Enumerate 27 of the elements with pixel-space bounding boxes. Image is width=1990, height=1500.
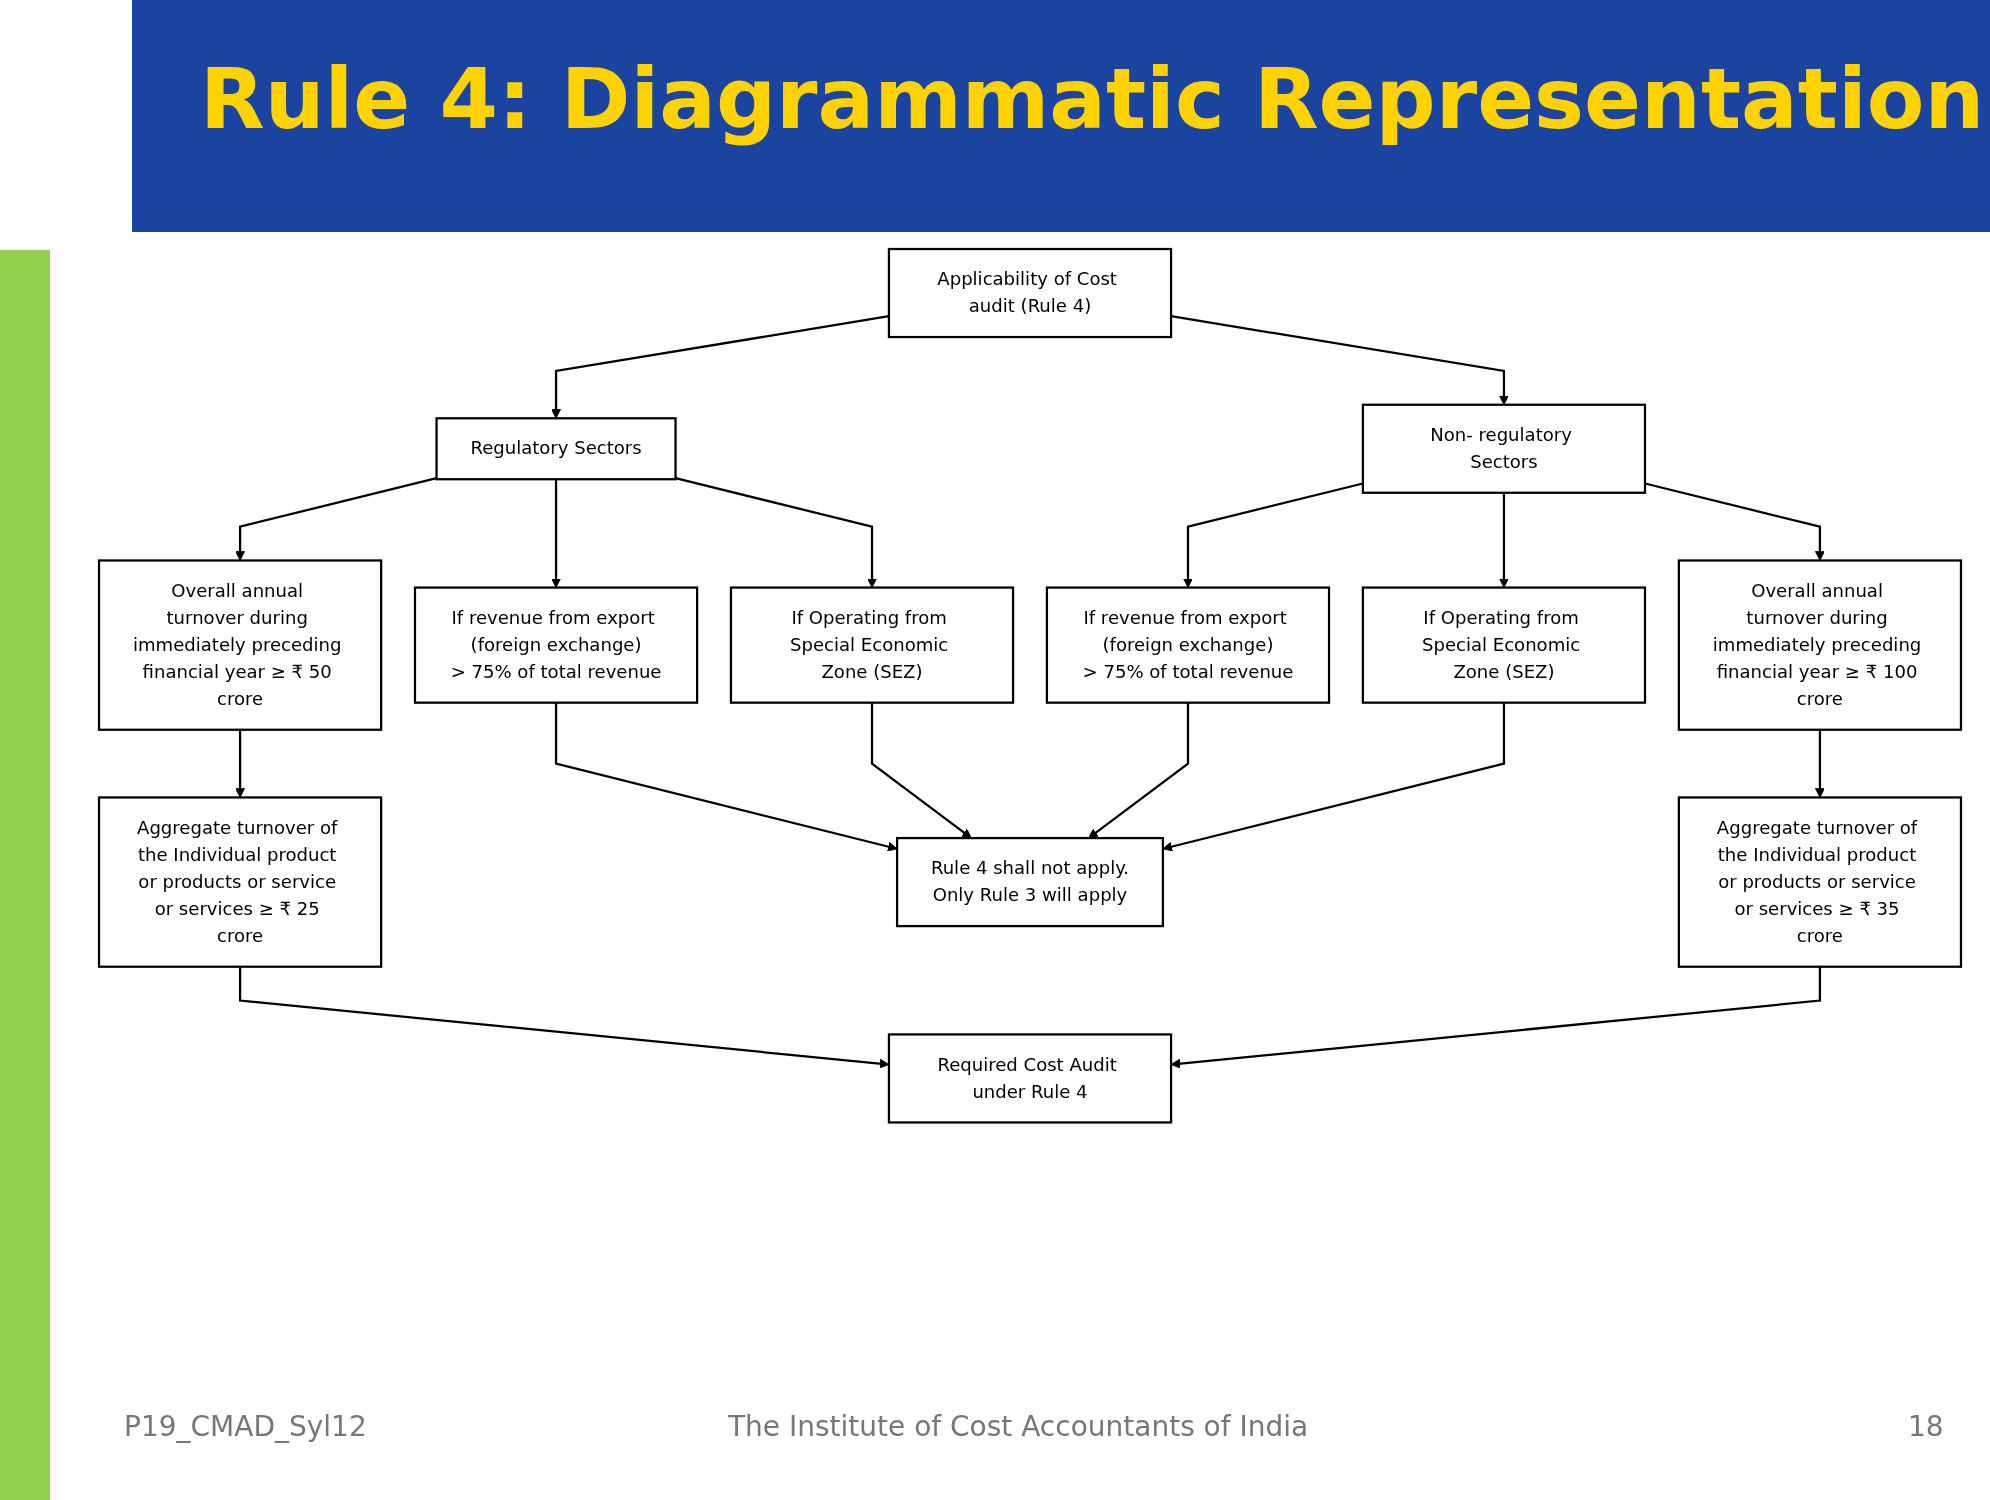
arrow <box>1162 702 1506 852</box>
node-box: Rule 4 shall not apply. Only Rule 3 will apply <box>895 836 1165 928</box>
arrow <box>870 702 972 839</box>
footer-text: The Institute of Cost Accountants of India <box>728 1410 1309 1443</box>
footer-code: P19_CMAD_Syl12 <box>124 1410 367 1443</box>
arrow <box>1499 492 1509 588</box>
node-box: If revenue from export (foreign exchange) > 75% of total revenue <box>413 586 699 704</box>
node-box: Overall annual turnover during immediately preceding financial year ≥ ₹ 50 crore <box>97 559 383 731</box>
arrow <box>235 729 246 798</box>
arrow <box>235 477 437 561</box>
node-box: If Operating from Special Economic Zone (SEZ) <box>1361 586 1647 704</box>
node-box: Overall annual turnover during immediately preceding financial year ≥ ₹ 100 crore <box>1677 559 1963 731</box>
node-box: If Operating from Special Economic Zone (SEZ) <box>729 586 1015 704</box>
node-box: Aggregate turnover of the Individual product or products or service or services ≥ ₹ 25 crore <box>97 796 383 968</box>
slide-title: Rule 4: Diagrammatic Representation <box>200 50 1985 148</box>
node-box: Regulatory Sectors <box>435 417 677 481</box>
node-box: If revenue from export (foreign exchange) > 75% of total revenue <box>1045 586 1331 704</box>
arrow <box>551 479 561 588</box>
page-number: 18 <box>1908 1410 1944 1443</box>
arrow <box>675 477 877 588</box>
node-box: Required Cost Audit under Rule 4 <box>887 1033 1173 1124</box>
node-box: Aggregate turnover of the Individual product or products or service or services ≥ ₹ 35 crore <box>1677 796 1963 968</box>
arrow <box>554 702 898 852</box>
arrow <box>1814 729 1825 798</box>
arrow <box>1088 702 1190 839</box>
node-box: Non- regulatory Sectors <box>1361 403 1647 494</box>
node-box: Applicability of Cost audit (Rule 4) <box>887 247 1173 339</box>
